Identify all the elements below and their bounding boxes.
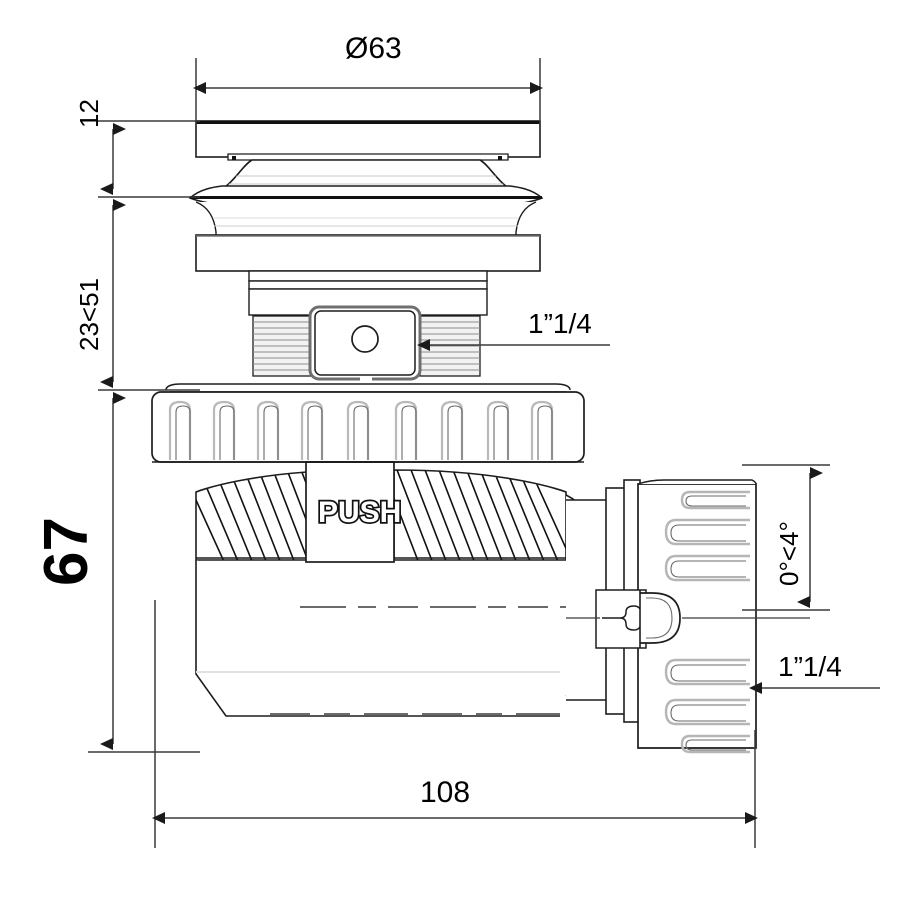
push-label-vector: PUSH: [316, 494, 403, 530]
top-cap-plate-outline: [195, 120, 541, 158]
dim-body-height: [88, 392, 200, 753]
lower-cap-plate-outline: [195, 234, 541, 272]
outlet-key-tab: [595, 589, 681, 649]
callout-label-inlet-thread: 1”1/4: [528, 308, 592, 339]
threaded-inlet-shank: [252, 315, 481, 377]
callout-label-outlet-thread: 1”1/4: [778, 651, 842, 682]
stacked-ring-set: [248, 270, 488, 316]
dim-label-cap-height: 12: [74, 99, 104, 128]
dim-adjust-range: [98, 199, 200, 391]
dim-label-adjust-range: 23<51: [74, 277, 104, 351]
flange-washer-outline: [188, 185, 544, 239]
dim-cap-height: [98, 120, 200, 198]
outlet-assembly: [566, 479, 810, 754]
dim-outlet-angle: [742, 464, 830, 611]
dim-diameter-top: [193, 58, 543, 128]
outlet-nut-ribs: [664, 490, 750, 754]
push-button-housing: [305, 461, 395, 563]
outlet-nut-rib-inner: [670, 495, 746, 751]
clamp-bracket-plate: [308, 305, 422, 381]
dimension-layer: [88, 58, 880, 848]
dim-label-overall-length: 108: [420, 776, 471, 809]
dim-label-body-height: 67: [32, 517, 101, 586]
dim-label-outlet-angle: 0°<4°: [774, 521, 804, 586]
ribbed-locking-nut: [151, 383, 585, 463]
dim-overall-length: [152, 600, 758, 848]
dim-label-diameter-top: Ø63: [345, 32, 402, 65]
svg-text:PUSH: PUSH: [318, 496, 401, 529]
